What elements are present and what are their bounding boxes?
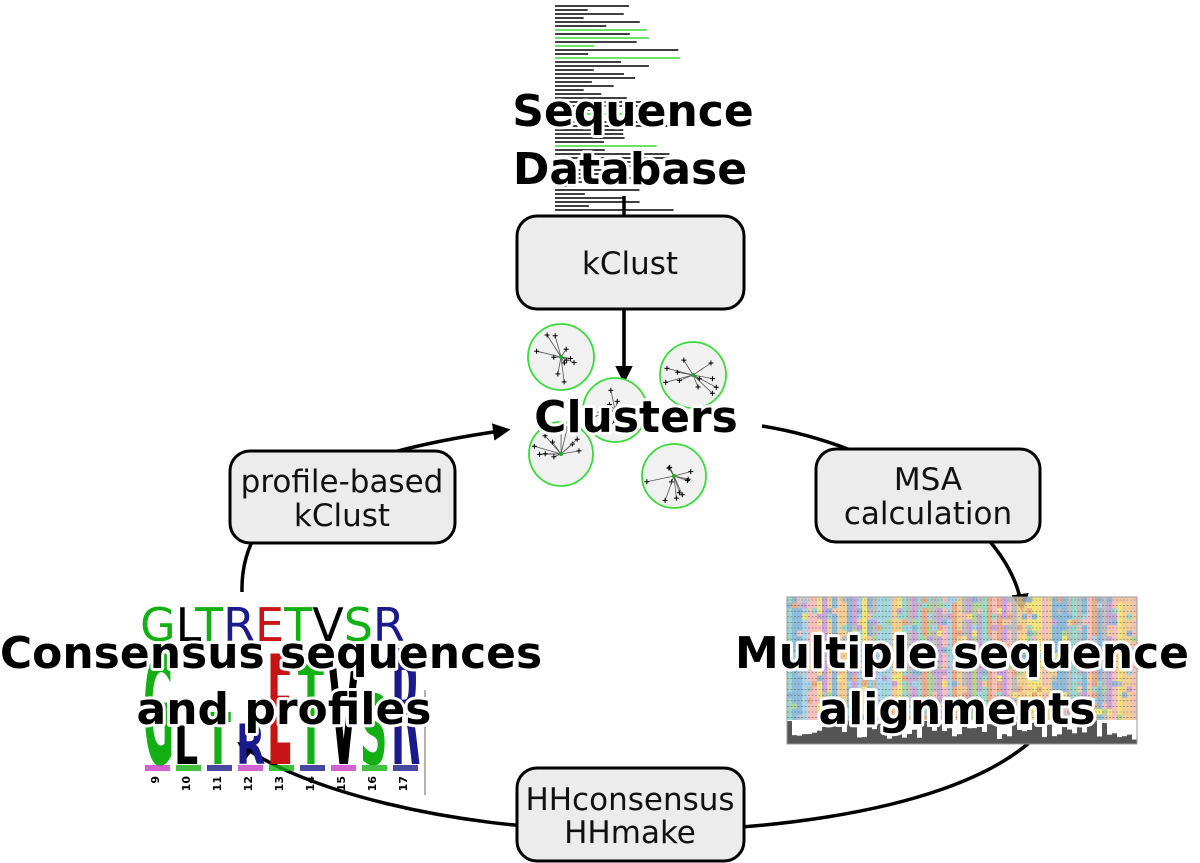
logo-position-label: 10 (180, 776, 193, 792)
cluster-circle (582, 377, 648, 443)
logo-letter: R (391, 618, 420, 802)
msa-calculation-label-line1: MSA (894, 462, 962, 498)
logo-position-label: 14 (304, 776, 317, 792)
consensus-letter: E (255, 598, 284, 652)
consensus-title-line2: and profiles (137, 684, 432, 735)
sequence-database-title-line2: Database (513, 144, 747, 195)
sequence-database-title-line1: Sequence (512, 86, 753, 137)
logo-position-label: 15 (335, 776, 348, 791)
cluster-circle (528, 421, 594, 487)
msa-calculation-label-line2: calculation (844, 496, 1012, 532)
logo-position-label: 16 (366, 776, 379, 792)
logo-position-label: 13 (273, 776, 286, 791)
logo-position-label: 11 (211, 776, 224, 791)
cluster-circle (641, 443, 707, 509)
consensus-title-line1: Consensus sequences (0, 628, 542, 679)
hhconsensus-label-line2: HHmake (564, 815, 696, 851)
logo-letter: G (143, 624, 174, 801)
msa-calculation-box: MSA calculation (814, 447, 1042, 544)
logo-position-label: 12 (242, 776, 255, 791)
consensus-sequence: GLTRETVSR (140, 598, 405, 652)
profile-kclust-label-line2: kClust (294, 498, 390, 534)
profile-kclust-box: profile-based kClust (228, 449, 457, 545)
msa-alignment-image (786, 596, 1138, 745)
consensus-letter: S (344, 598, 373, 652)
kclust-box: kClust (515, 214, 746, 311)
clusters-icon (527, 323, 727, 509)
logo-position-label: 17 (397, 776, 410, 791)
consensus-letter: R (223, 598, 255, 652)
consensus-letter: T (194, 598, 224, 652)
logo-letter: E (267, 624, 293, 801)
consensus-letter: T (283, 598, 313, 652)
profile-kclust-label-line1: profile-based (241, 464, 444, 500)
logo-letter: T (298, 624, 324, 801)
cluster-circle (527, 323, 595, 391)
consensus-letter: G (140, 598, 176, 652)
consensus-letter: R (373, 598, 405, 652)
msa-title-line2: alignments (819, 684, 1096, 735)
cluster-circle (659, 341, 727, 409)
clusters-title: Clusters (534, 392, 738, 443)
hhconsensus-label-line1: HHconsensus (525, 782, 734, 818)
sequence-database-icon (555, 5, 681, 211)
msa-title-line1: Multiple sequence (735, 628, 1189, 679)
kclust-label: kClust (582, 246, 678, 282)
consensus-letter: V (312, 598, 344, 652)
hhconsensus-box: HHconsensus HHmake (515, 766, 746, 863)
logo-position-label: 9 (149, 776, 162, 784)
